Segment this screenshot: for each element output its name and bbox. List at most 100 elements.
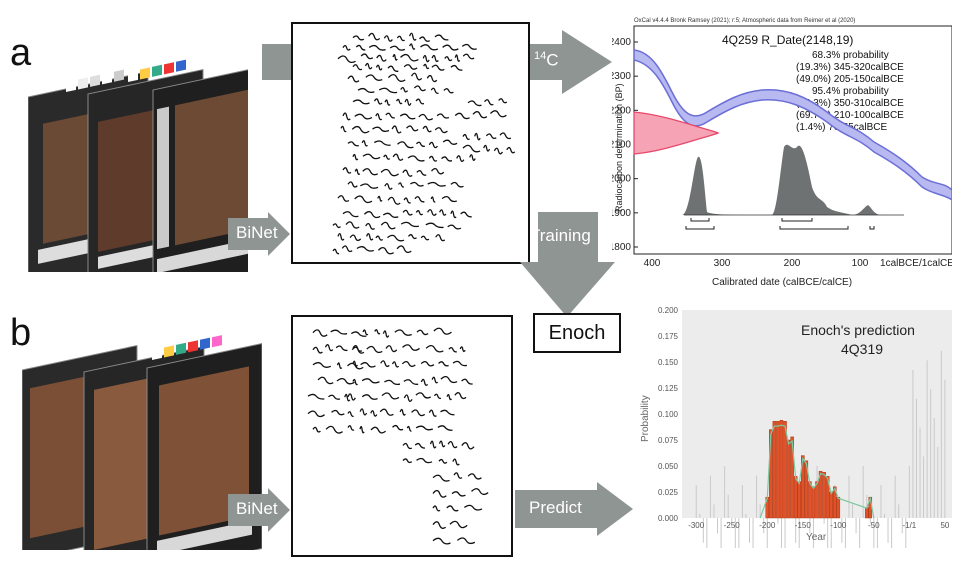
handwriting-stroke: [415, 197, 424, 202]
handwriting-stroke: [338, 56, 356, 62]
handwriting-stroke: [428, 210, 437, 215]
handwriting-stroke: [433, 475, 450, 481]
handwriting-stroke: [361, 363, 376, 367]
handwriting-stroke: [374, 99, 382, 104]
binarized-document-b: [291, 315, 513, 557]
handwriting-stroke: [424, 64, 429, 68]
handwriting-stroke: [350, 235, 361, 240]
prediction-x-ticks: -300-250-200-150-100-50-1/150: [688, 521, 950, 530]
handwriting-stroke: [371, 411, 377, 416]
handwriting-stroke: [403, 459, 412, 463]
handwriting-stroke: [362, 141, 367, 146]
prediction-bar: [773, 421, 776, 518]
handwriting-stroke: [432, 169, 444, 174]
handwriting-stroke: [332, 410, 345, 414]
handwriting-stroke: [451, 211, 456, 218]
handwriting-stroke: [373, 127, 389, 131]
handwriting-stroke: [432, 377, 437, 383]
handwriting-stroke: [454, 473, 462, 478]
handwriting-stroke: [457, 538, 475, 543]
radiocarbon-title: 4Q259 R_Date(2148,19): [722, 33, 853, 47]
handwriting-stroke: [342, 246, 352, 251]
prediction-y-ticks: 0.0000.0250.0500.0750.1000.1250.1500.175…: [658, 306, 679, 523]
fragment-stack-a-svg: [28, 22, 248, 272]
prediction-ylabel: Probability: [640, 395, 651, 442]
radiocarbon-y-tick: 1800: [612, 242, 631, 253]
prediction-x-tick: -150: [795, 521, 812, 530]
handwriting-stroke: [416, 211, 422, 215]
handwriting-stroke: [475, 133, 480, 139]
handwriting-stroke: [355, 114, 372, 119]
handwriting-stroke: [392, 126, 401, 133]
prediction-bar: [812, 487, 815, 518]
handwriting-stroke: [494, 148, 502, 154]
prediction-bar: [780, 420, 783, 518]
handwriting-stroke: [362, 395, 377, 399]
handwriting-stroke: [363, 169, 378, 175]
handwriting-stroke: [381, 170, 399, 176]
prediction-bar: [794, 476, 797, 518]
prediction-bar: [830, 492, 833, 518]
prediction-x-tick: -50: [868, 521, 880, 530]
handwriting-stroke: [404, 65, 417, 69]
prediction-xlabel: Year: [806, 532, 827, 543]
prediction-y-tick: 0.000: [658, 514, 679, 523]
handwriting-stroke: [421, 236, 429, 239]
radiocarbon-x-tick: 100: [852, 258, 869, 269]
handwriting-stroke: [457, 156, 464, 161]
radiocarbon-xlabel: Calibrated date (calBCE/calCE): [712, 277, 852, 288]
handwriting-stroke: [369, 33, 380, 39]
handwriting-stroke: [407, 426, 411, 431]
handwriting-stroke: [401, 222, 419, 226]
handwriting-stroke: [364, 212, 380, 218]
handwriting-stroke: [325, 345, 332, 351]
prediction-bar: [808, 482, 811, 518]
handwriting-stroke: [348, 76, 359, 82]
handwriting-stroke: [343, 168, 351, 173]
handwriting-stroke: [313, 363, 331, 368]
handwriting-stroke: [432, 65, 444, 70]
handwriting-stroke: [423, 126, 431, 131]
handwriting-stroke: [348, 426, 354, 430]
radiocarbon-x-tick: 1calBCE/1calCE: [880, 258, 952, 269]
handwriting-stroke: [353, 155, 358, 160]
handwriting-stroke: [378, 248, 393, 254]
handwriting-stroke: [428, 183, 446, 187]
handwriting-stroke: [308, 394, 324, 399]
handwriting-stroke: [313, 427, 320, 432]
handwriting-stroke: [397, 99, 402, 103]
handwriting-stroke: [328, 395, 340, 399]
probability-line: (49.0%) 205-150calBCE: [796, 74, 904, 85]
handwriting-stroke: [431, 197, 435, 202]
handwriting-stroke: [407, 126, 419, 131]
c14-base: C: [546, 51, 558, 70]
handwriting-stroke: [387, 235, 404, 240]
handwriting-stroke: [451, 66, 462, 71]
handwriting-stroke: [337, 379, 355, 384]
handwriting-stroke: [308, 411, 325, 416]
handwriting-stroke: [442, 197, 457, 202]
handwriting-stroke: [390, 46, 405, 50]
handwriting-stroke: [404, 198, 410, 203]
handwriting-stroke: [431, 88, 438, 93]
handwriting-stroke: [423, 56, 429, 62]
handwriting-stroke: [377, 55, 387, 61]
handwriting-stroke: [341, 126, 346, 131]
radiocarbon-ylabel: Radiocarbon determination (BP): [614, 83, 624, 212]
handwriting-stroke: [404, 395, 412, 401]
handwriting-stroke: [408, 156, 424, 161]
predict-arrow: Predict: [515, 482, 633, 536]
handwriting-stroke: [381, 361, 390, 367]
handwriting-stroke: [355, 169, 359, 174]
radiocarbon-x-ticks: 4003002001001calBCE/1calCE: [644, 258, 952, 269]
handwriting-stroke: [376, 65, 382, 70]
handwriting-stroke: [393, 154, 403, 160]
handwriting-stroke: [388, 197, 400, 204]
handwriting-stroke: [500, 133, 511, 138]
handwriting-stroke: [432, 56, 438, 62]
prediction-x-tick: -250: [724, 521, 741, 530]
handwriting-stroke: [376, 114, 382, 120]
handwriting-stroke: [460, 347, 465, 352]
handwriting-stroke: [348, 412, 354, 417]
radiocarbon-x-tick: 400: [644, 258, 661, 269]
